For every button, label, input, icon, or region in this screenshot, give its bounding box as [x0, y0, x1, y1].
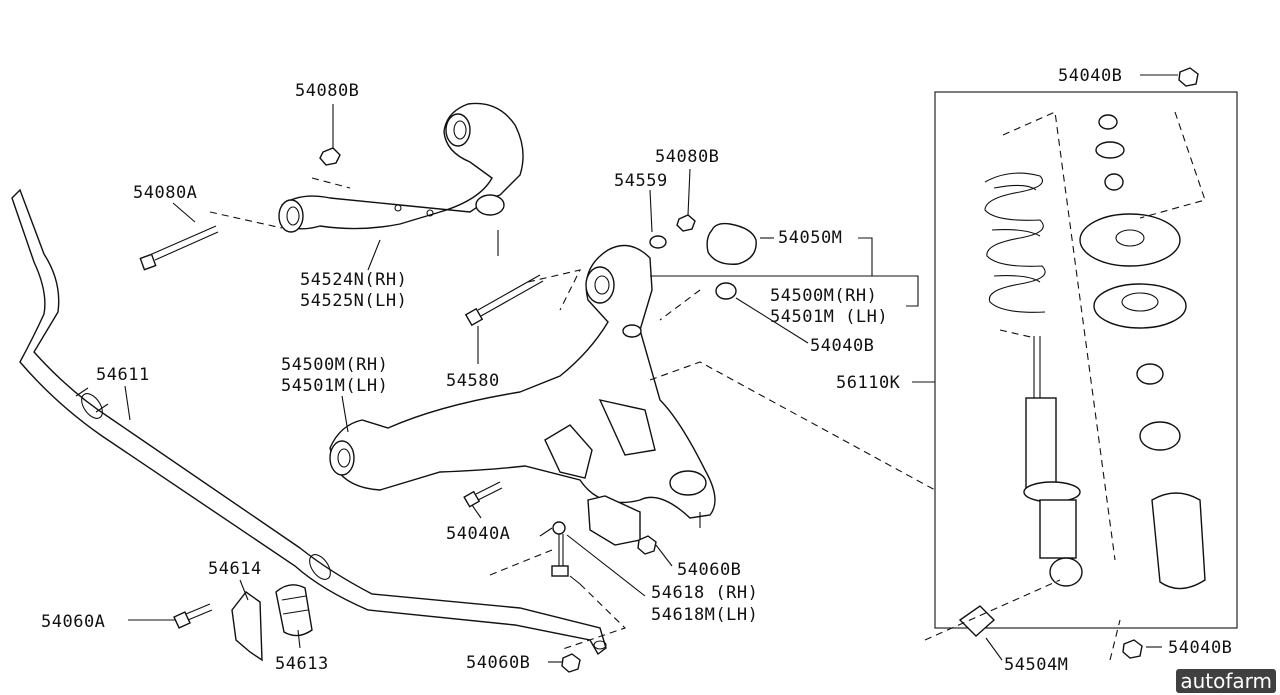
coil-spring [984, 172, 1046, 313]
label-54040B-bottom: 54040B [1168, 638, 1232, 658]
label-54500M-right: 54500M(RH) [770, 286, 877, 306]
label-54618M: 54618M(LH) [651, 605, 758, 625]
bolt-54060A [173, 603, 213, 629]
label-54524N: 54524N(RH) [300, 270, 407, 290]
label-56110K: 56110K [836, 373, 901, 393]
bushing-54504M [958, 605, 996, 637]
bolt-54040A [463, 481, 503, 508]
lower-arm-bracket [587, 495, 641, 546]
label-54580: 54580 [446, 371, 500, 391]
nut-54080B-mid [676, 214, 696, 232]
lower-control-arm [329, 244, 716, 528]
stabilizer-clamp [231, 591, 263, 662]
stabilizer-bar [11, 188, 607, 656]
label-54080B-top: 54080B [295, 81, 359, 101]
leader-lines [124, 74, 1178, 663]
label-54618: 54618 (RH) [651, 583, 758, 603]
bolt-54080A [139, 225, 219, 271]
label-54060B-mid: 54060B [677, 560, 741, 580]
guide-lines [209, 111, 1206, 661]
label-54040B-mid: 54040B [810, 336, 874, 356]
bolt-54580 [464, 274, 544, 327]
label-54611: 54611 [96, 365, 150, 385]
strut-assembly-frame [934, 91, 1238, 629]
label-54614: 54614 [208, 559, 262, 579]
nut-54040B-bottom [1122, 639, 1143, 659]
label-54504M: 54504M [1004, 655, 1068, 675]
label-54559: 54559 [614, 171, 668, 191]
washer-54559 [649, 235, 667, 249]
label-54501M-right: 54501M (LH) [770, 307, 888, 327]
label-54525N: 54525N(LH) [300, 291, 407, 311]
label-54080B-mid: 54080B [655, 147, 719, 167]
label-54500M-left: 54500M(RH) [281, 355, 388, 375]
snap-ring-54050M [706, 222, 757, 265]
label-54060A: 54060A [41, 612, 105, 632]
label-54050M: 54050M [778, 228, 842, 248]
strut-mount-stack [1079, 114, 1206, 590]
stabilizer-link [539, 521, 581, 585]
stabilizer-bushing [275, 584, 313, 637]
label-54040B-top: 54040B [1058, 66, 1122, 86]
label-54060B-bottom: 54060B [466, 653, 530, 673]
watermark-logo: autofarm [1176, 669, 1276, 693]
nut-54060B-mid [637, 535, 657, 555]
label-54613: 54613 [275, 654, 329, 674]
label-54501M-left: 54501M(LH) [281, 376, 388, 396]
nut-54040B-mid [715, 282, 737, 300]
part-labels: 54080B 54080A 54524N(RH) 54525N(LH) 5455… [41, 66, 1232, 675]
label-54080A: 54080A [133, 183, 197, 203]
shock-absorber [1023, 336, 1083, 587]
nut-54060B-bottom [561, 653, 581, 673]
nut-54080B-upper [319, 147, 341, 166]
label-54040A: 54040A [446, 524, 510, 544]
upper-control-arm [278, 102, 524, 256]
nut-54040B-top [1178, 67, 1199, 87]
